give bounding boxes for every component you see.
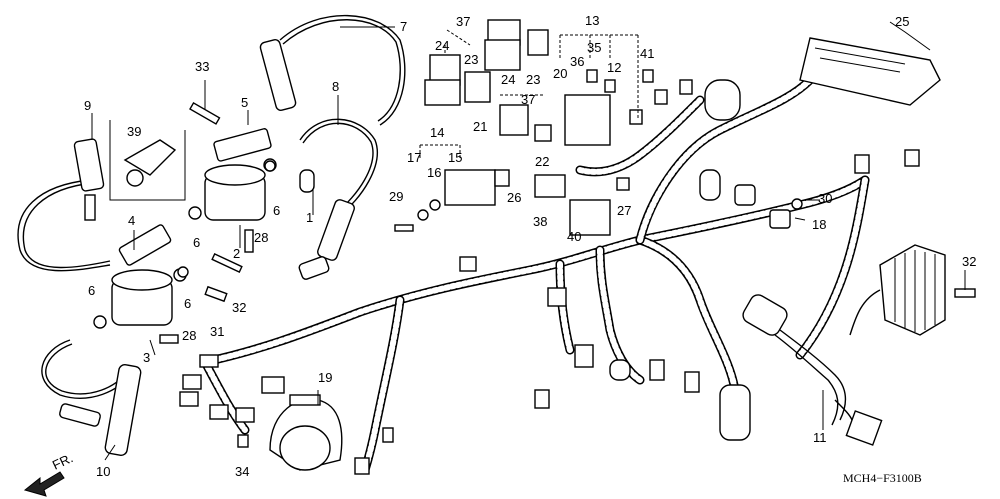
callout-5: 5 bbox=[241, 95, 248, 110]
callout-16: 16 bbox=[427, 165, 441, 180]
callout-28a: 28 bbox=[254, 230, 268, 245]
horn bbox=[269, 394, 343, 471]
callout-41: 41 bbox=[640, 46, 654, 61]
callout-24b: 24 bbox=[501, 72, 515, 87]
callout-11: 11 bbox=[813, 430, 827, 445]
figure-code: MCH4−F3100B bbox=[843, 471, 922, 485]
callout-38: 38 bbox=[533, 214, 547, 229]
main-wire-harness bbox=[200, 75, 870, 475]
ht-lead-8 bbox=[298, 118, 378, 280]
callout-21: 21 bbox=[473, 119, 487, 134]
callout-4: 4 bbox=[128, 213, 135, 228]
callout-37a: 37 bbox=[456, 14, 470, 29]
connectors bbox=[179, 79, 920, 475]
callout-29: 29 bbox=[389, 189, 403, 204]
callout-18: 18 bbox=[812, 217, 826, 232]
callout-30: 30 bbox=[818, 191, 832, 206]
callout-6b: 6 bbox=[193, 235, 200, 250]
callout-13: 13 bbox=[585, 13, 599, 28]
front-direction-arrow: FR. bbox=[23, 450, 75, 497]
callout-1: 1 bbox=[306, 210, 313, 225]
relays-group bbox=[424, 19, 654, 236]
callout-17: 17 bbox=[407, 150, 421, 165]
callout-3: 3 bbox=[143, 350, 150, 365]
bolts-and-nuts bbox=[93, 101, 976, 448]
callout-9: 9 bbox=[84, 98, 91, 113]
control-unit bbox=[799, 37, 941, 106]
ht-lead-top bbox=[259, 14, 406, 126]
callout-6c: 6 bbox=[88, 283, 95, 298]
ht-lead-left bbox=[17, 138, 111, 272]
regulator-rectifier bbox=[849, 244, 946, 336]
callout-labels: 1 2 3 4 5 6 6 6 6 7 8 9 10 11 12 13 14 1… bbox=[84, 13, 976, 479]
callout-35: 35 bbox=[587, 40, 601, 55]
callout-32b: 32 bbox=[962, 254, 976, 269]
callout-24a: 24 bbox=[435, 38, 449, 53]
callout-40: 40 bbox=[567, 229, 581, 244]
ignition-coil-upper bbox=[204, 128, 277, 221]
callout-15: 15 bbox=[448, 150, 462, 165]
callout-14: 14 bbox=[430, 125, 444, 140]
callout-25: 25 bbox=[895, 14, 909, 29]
callout-32a: 32 bbox=[232, 300, 246, 315]
ht-lead-bottom bbox=[41, 339, 142, 456]
callout-22: 22 bbox=[535, 154, 549, 169]
callout-37b: 37 bbox=[521, 92, 535, 107]
callout-34: 34 bbox=[235, 464, 249, 479]
callout-23b: 23 bbox=[526, 72, 540, 87]
callout-8: 8 bbox=[332, 79, 339, 94]
callout-39: 39 bbox=[127, 124, 141, 139]
ignition-coil-lower bbox=[111, 224, 187, 326]
bracket-inset-39 bbox=[109, 120, 186, 201]
callout-23a: 23 bbox=[464, 52, 478, 67]
callout-31: 31 bbox=[210, 324, 224, 339]
callout-6d: 6 bbox=[184, 296, 191, 311]
callout-33: 33 bbox=[195, 59, 209, 74]
callout-6a: 6 bbox=[273, 203, 280, 218]
callout-36: 36 bbox=[570, 54, 584, 69]
leader-lines bbox=[91, 21, 966, 461]
callout-26: 26 bbox=[507, 190, 521, 205]
callout-28b: 28 bbox=[182, 328, 196, 343]
callout-7: 7 bbox=[400, 19, 407, 34]
callout-2: 2 bbox=[233, 246, 240, 261]
sensors bbox=[699, 79, 791, 441]
callout-20: 20 bbox=[553, 66, 567, 81]
callout-27: 27 bbox=[617, 203, 631, 218]
direction-label: FR. bbox=[50, 450, 75, 472]
harness-branch-11 bbox=[742, 294, 883, 446]
callout-12: 12 bbox=[607, 60, 621, 75]
callout-19: 19 bbox=[318, 370, 332, 385]
callout-10: 10 bbox=[96, 464, 110, 479]
